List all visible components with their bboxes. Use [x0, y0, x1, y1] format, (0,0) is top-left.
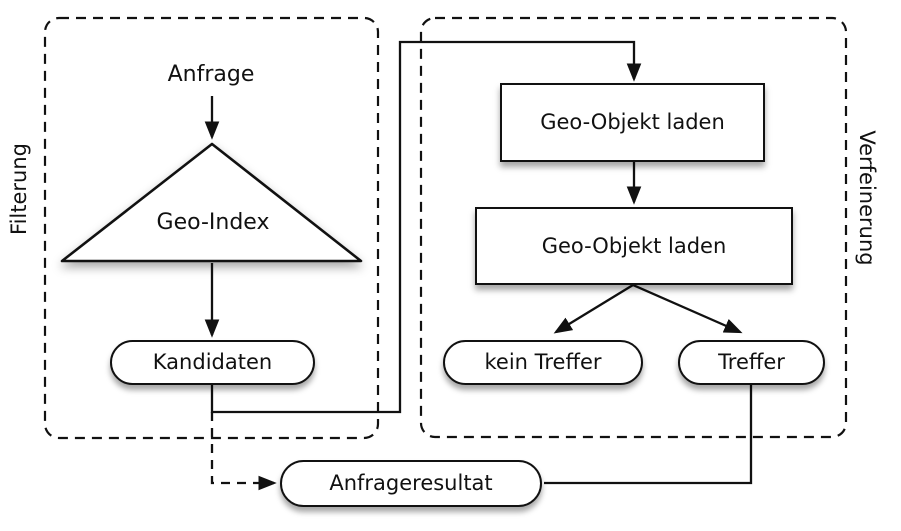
- geo-objekt-laden-node-2: Geo-Objekt laden: [475, 207, 793, 285]
- kandidaten-node: Kandidaten: [110, 340, 315, 385]
- edge-geo-objekt-laden-2-to-kein-treffer: [553, 284, 634, 334]
- filterung-group-label: Filterung: [6, 143, 31, 235]
- treffer-node: Treffer: [678, 340, 825, 385]
- edge-kandidaten-to-geo-objekt-laden-1: [210, 40, 642, 414]
- verfeinerung-group-frame: [419, 16, 848, 439]
- anfrage-node: Anfrage: [167, 62, 255, 87]
- edge-kandidaten-to-anfrageresultat-dashed: [210, 412, 277, 491]
- geo-objekt-laden-node-1: Geo-Objekt laden: [500, 83, 765, 162]
- geo-index-triangle: [60, 142, 363, 263]
- verfeinerung-group-label: Verfeinerung: [855, 130, 880, 266]
- kein-treffer-node: kein Treffer: [443, 340, 643, 385]
- filterung-group-frame: [43, 16, 380, 440]
- anfrageresultat-node: Anfrageresultat: [280, 460, 542, 507]
- edge-geo-objekt-laden-2-to-treffer: [632, 283, 743, 334]
- edge-treffer-to-anfrageresultat: [544, 385, 753, 485]
- geo-index-label: Geo-Index: [156, 210, 270, 235]
